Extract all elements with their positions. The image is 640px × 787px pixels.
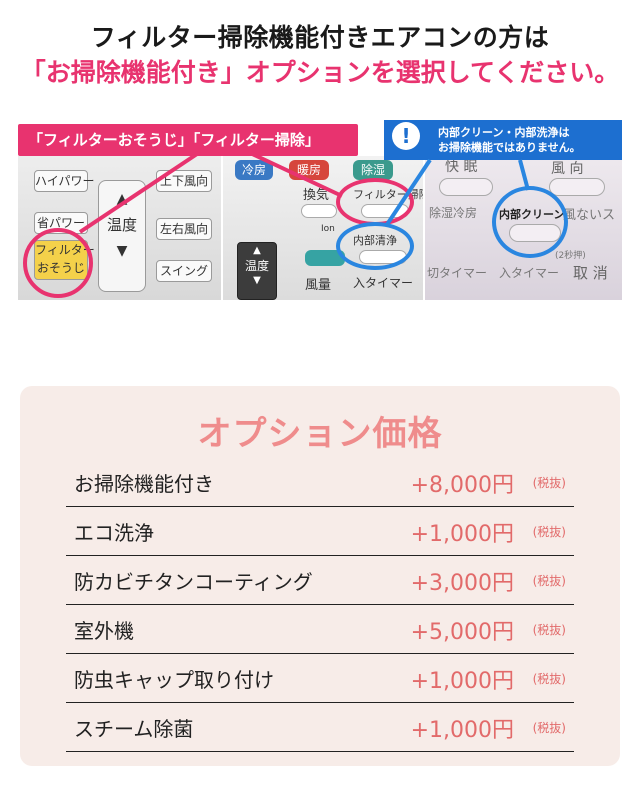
tax-note: (税抜) — [532, 623, 566, 637]
tax-note: (税抜) — [532, 672, 566, 686]
option-name: 防虫キャップ取り付け — [74, 668, 274, 692]
tax-note: (税抜) — [532, 721, 566, 735]
filter-clean-banner: 「フィルターおそうじ」「フィルター掃除」 — [18, 124, 358, 156]
dry-cool-label: 除湿冷房 — [429, 206, 478, 220]
up-arrow-icon: ▲ — [116, 191, 128, 207]
down-arrow-icon: ▼ — [253, 275, 261, 286]
wind-dir-label: 風 向 — [551, 161, 584, 177]
teal-button — [305, 250, 345, 266]
option-row: お掃除機能付き +8,000円 (税抜) — [66, 458, 574, 507]
sleep-label: 快 眠 — [445, 159, 478, 175]
timer-label: 入タイマー — [353, 276, 414, 290]
option-price: +8,000円 — [410, 473, 514, 498]
temperature-label: 温度 — [106, 216, 137, 234]
option-name: お掃除機能付き — [74, 472, 214, 496]
internal-clean-banner: 内部クリーン・内部洗浄は お掃除機能ではありません。 — [384, 120, 622, 160]
option-price: +1,000円 — [410, 669, 514, 694]
cool-button: 冷房 — [235, 160, 273, 180]
no-wind-label: 風ないス — [563, 208, 616, 223]
tax-note: (税抜) — [532, 574, 566, 588]
blue-banner-line1: 内部クリーン・内部洗浄は — [438, 126, 570, 139]
callout-line-pink-1 — [78, 150, 202, 234]
ion-label: Ion — [321, 224, 335, 234]
ventilate-label: 換気 — [303, 188, 330, 203]
exclamation-icon: ! — [392, 122, 420, 150]
temperature-rocker: ▲ 温度 ▼ — [98, 180, 146, 292]
wind-dir-button — [549, 178, 605, 196]
dehumidify-button: 除湿 — [353, 160, 393, 180]
option-name: 防カビチタンコーティング — [74, 570, 313, 594]
option-row: 防虫キャップ取り付け +1,000円 (税抜) — [66, 654, 574, 703]
blue-banner-line2: お掃除機能ではありません。 — [438, 141, 581, 154]
option-name: スチーム除菌 — [74, 717, 194, 741]
tax-note: (税抜) — [532, 525, 566, 539]
callout-line-blue-1 — [384, 158, 432, 228]
swing-button: スイング — [156, 260, 212, 282]
hi-power-button: ハイパワー — [34, 170, 95, 192]
on-timer-label: 入タイマー — [499, 266, 560, 280]
option-price: +1,000円 — [410, 522, 514, 547]
cancel-label: 取 消 — [573, 264, 608, 282]
left-right-wind-button: 左右風向 — [156, 218, 212, 240]
highlight-ring-internal-1 — [336, 222, 414, 270]
tax-note: (税抜) — [532, 476, 566, 490]
sleep-button — [439, 178, 493, 196]
up-arrow-icon: ▲ — [253, 245, 261, 256]
option-price: +3,000円 — [410, 571, 514, 596]
fan-label: 風量 — [305, 278, 332, 293]
option-row: 防カビチタンコーティング +3,000円 (税抜) — [66, 556, 574, 605]
callout-line-pink-2 — [247, 150, 343, 198]
down-arrow-icon: ▼ — [116, 243, 128, 259]
option-price-card: オプション価格 お掃除機能付き +8,000円 (税抜) エコ洗浄 +1,000… — [20, 386, 620, 766]
headline-line1: フィルター掃除機能付きエアコンの方は — [90, 23, 550, 52]
off-timer-label: 切タイマー — [427, 266, 488, 280]
option-name: 室外機 — [74, 619, 134, 643]
option-name: エコ洗浄 — [74, 521, 154, 545]
option-row: スチーム除菌 +1,000円 (税抜) — [66, 703, 574, 752]
option-row: エコ洗浄 +1,000円 (税抜) — [66, 507, 574, 556]
temperature-rocker: ▲ 温度 ▼ — [237, 242, 277, 300]
up-down-wind-button: 上下風向 — [156, 170, 212, 192]
option-price-title: オプション価格 — [197, 414, 443, 454]
ventilate-button — [301, 204, 337, 218]
headline-line2: 「お掃除機能付き」オプションを選択してください。 — [20, 58, 620, 87]
highlight-ring-filter-1 — [23, 228, 93, 298]
headline: フィルター掃除機能付きエアコンの方は 「お掃除機能付き」オプションを選択してくだ… — [0, 22, 640, 90]
highlight-ring-internal-2 — [492, 186, 568, 258]
callout-line-blue-2 — [518, 159, 530, 191]
option-price: +1,000円 — [410, 718, 514, 743]
temperature-label: 温度 — [244, 259, 269, 273]
option-row: 室外機 +5,000円 (税抜) — [66, 605, 574, 654]
option-price: +5,000円 — [410, 620, 514, 645]
two-press-note: (2秒押) — [555, 251, 586, 261]
